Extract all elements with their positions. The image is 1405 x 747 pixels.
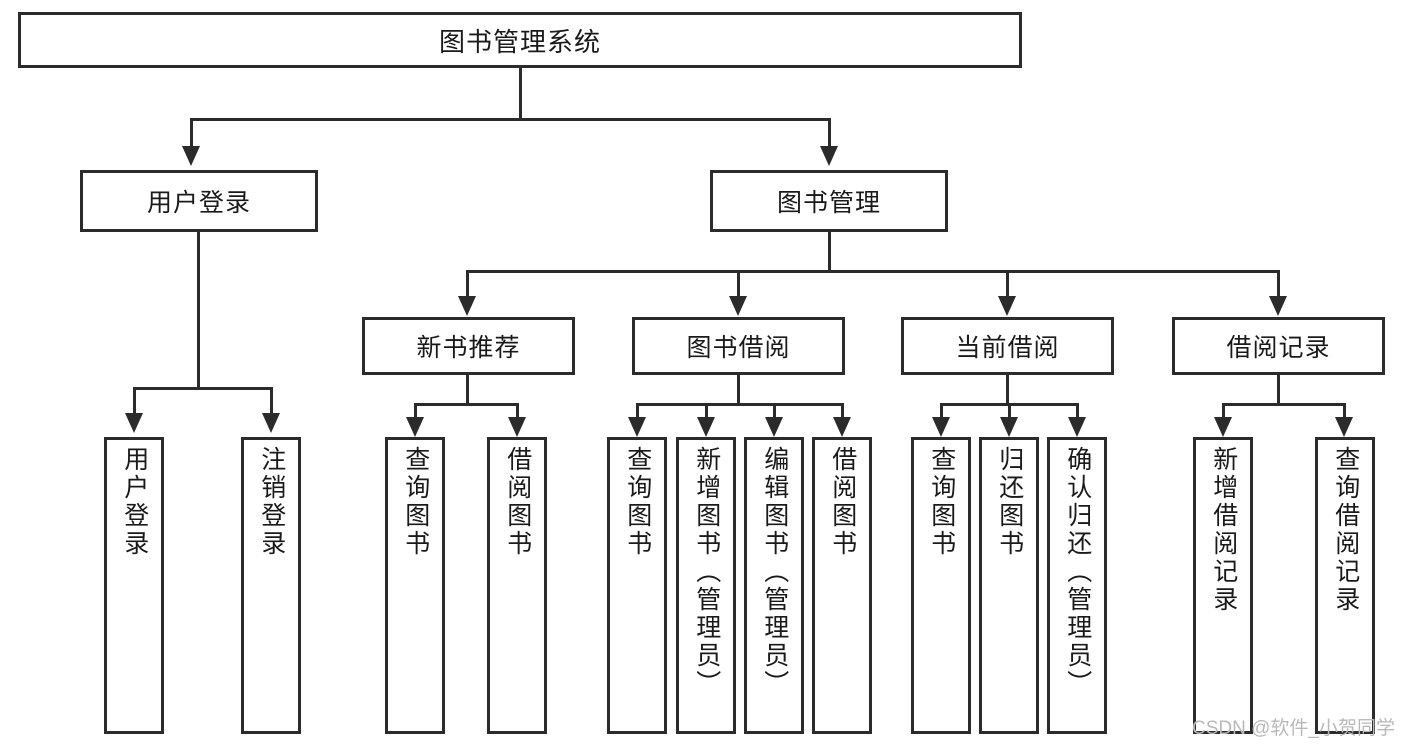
- arrow-cb-leaf-1: [932, 417, 950, 437]
- node-label: 借阅图书: [503, 446, 532, 558]
- node-user-login[interactable]: 用户登录: [80, 170, 318, 232]
- connector-bb-stem: [737, 375, 740, 405]
- node-label: 图书管理: [776, 189, 881, 217]
- leaf-nbr-query-book[interactable]: 查询图书: [385, 437, 445, 734]
- connector-level2-bar: [190, 118, 831, 121]
- node-label: 借阅记录: [1226, 334, 1331, 362]
- leaf-cb-return-book[interactable]: 归还图书: [979, 437, 1039, 734]
- node-label: 用户登录: [146, 189, 251, 217]
- node-new-book-recommend[interactable]: 新书推荐: [362, 317, 575, 375]
- connector-user-login-bar: [133, 387, 273, 390]
- connector-bb-drop-2: [705, 403, 708, 417]
- connector-br-drop-2: [1343, 403, 1346, 417]
- leaf-bb-edit-book-admin[interactable]: 编辑图书（管理员）: [744, 437, 804, 734]
- connector-nbr-drop-2: [516, 403, 519, 417]
- connector-level2-drop-left: [190, 118, 193, 146]
- arrow-bb-leaf-1: [628, 417, 646, 437]
- arrow-br-leaf-2: [1335, 417, 1353, 437]
- leaf-br-add-record[interactable]: 新增借阅记录: [1193, 437, 1253, 734]
- arrow-to-book-borrow: [729, 296, 747, 316]
- connector-level3-drop-1: [466, 270, 469, 296]
- arrow-bb-leaf-3: [765, 417, 783, 437]
- node-current-borrow[interactable]: 当前借阅: [901, 317, 1114, 375]
- node-label: 用户登录: [120, 446, 149, 558]
- connector-nbr-stem: [466, 375, 469, 405]
- leaf-cb-confirm-return-admin[interactable]: 确认归还（管理员）: [1047, 437, 1107, 734]
- connector-br-drop-1: [1222, 403, 1225, 417]
- leaf-logout[interactable]: 注销登录: [241, 437, 301, 734]
- arrow-to-new-book-recommend: [458, 296, 476, 316]
- node-label: 查询图书: [927, 446, 956, 558]
- connector-bb-bar: [636, 403, 843, 406]
- connector-level3-drop-3: [1006, 270, 1009, 296]
- node-label: 查询借阅记录: [1331, 446, 1360, 614]
- node-label: 查询图书: [401, 446, 430, 558]
- connector-level3-drop-4: [1277, 270, 1280, 296]
- connector-bb-drop-1: [636, 403, 639, 417]
- connector-level3-bar: [466, 270, 1280, 273]
- arrow-nbr-leaf-2: [508, 417, 526, 437]
- node-label: 查询图书: [623, 446, 652, 558]
- leaf-user-login[interactable]: 用户登录: [104, 437, 164, 734]
- connector-cb-drop-2: [1008, 403, 1011, 417]
- arrow-to-borrow-record: [1269, 296, 1287, 316]
- node-label: 归还图书: [995, 446, 1024, 558]
- node-book-borrow[interactable]: 图书借阅: [632, 317, 845, 375]
- node-label: 当前借阅: [955, 334, 1060, 362]
- connector-user-login-drop-2: [270, 387, 273, 413]
- node-label: 编辑图书（管理员）: [760, 446, 789, 698]
- leaf-bb-query-book[interactable]: 查询图书: [607, 437, 667, 734]
- connector-br-stem: [1277, 375, 1280, 405]
- leaf-bb-add-book-admin[interactable]: 新增图书（管理员）: [676, 437, 736, 734]
- node-book-management[interactable]: 图书管理: [710, 170, 948, 232]
- arrow-cb-leaf-3: [1068, 417, 1086, 437]
- arrow-to-current-borrow: [998, 296, 1016, 316]
- arrow-nbr-leaf-1: [406, 417, 424, 437]
- arrow-br-leaf-1: [1214, 417, 1232, 437]
- arrow-cb-leaf-2: [1000, 417, 1018, 437]
- connector-nbr-bar: [414, 403, 519, 406]
- node-label: 图书管理系统: [438, 26, 601, 57]
- arrow-bb-leaf-4: [833, 417, 851, 437]
- connector-nbr-drop-1: [414, 403, 417, 417]
- node-label: 借阅图书: [828, 446, 857, 558]
- node-label: 新增借阅记录: [1209, 446, 1238, 614]
- leaf-bb-borrow-book[interactable]: 借阅图书: [812, 437, 872, 734]
- connector-cb-stem: [1006, 375, 1009, 405]
- node-label: 新增图书（管理员）: [692, 446, 721, 698]
- connector-root-stem: [519, 68, 522, 120]
- arrow-to-user-login: [182, 146, 200, 166]
- connector-book-management-stem: [828, 232, 831, 272]
- connector-cb-drop-3: [1076, 403, 1079, 417]
- leaf-nbr-borrow-book[interactable]: 借阅图书: [487, 437, 547, 734]
- node-label: 新书推荐: [416, 334, 521, 362]
- node-label: 图书借阅: [686, 334, 791, 362]
- node-root-book-management-system[interactable]: 图书管理系统: [18, 12, 1022, 68]
- connector-br-bar: [1222, 403, 1346, 406]
- connector-user-login-drop-1: [133, 387, 136, 413]
- node-label: 确认归还（管理员）: [1063, 446, 1092, 698]
- connector-cb-drop-1: [940, 403, 943, 417]
- arrow-bb-leaf-2: [697, 417, 715, 437]
- leaf-cb-query-book[interactable]: 查询图书: [911, 437, 971, 734]
- connector-bb-drop-3: [773, 403, 776, 417]
- connector-bb-drop-4: [841, 403, 844, 417]
- connector-level2-drop-right: [828, 118, 831, 146]
- leaf-br-query-record[interactable]: 查询借阅记录: [1315, 437, 1375, 734]
- connector-level3-drop-2: [737, 270, 740, 296]
- connector-user-login-stem: [197, 232, 200, 389]
- node-label: 注销登录: [257, 446, 286, 558]
- node-borrow-record[interactable]: 借阅记录: [1172, 317, 1385, 375]
- arrow-to-book-management: [820, 146, 838, 166]
- arrow-to-leaf-user-login: [125, 413, 143, 433]
- arrow-to-leaf-logout: [262, 413, 280, 433]
